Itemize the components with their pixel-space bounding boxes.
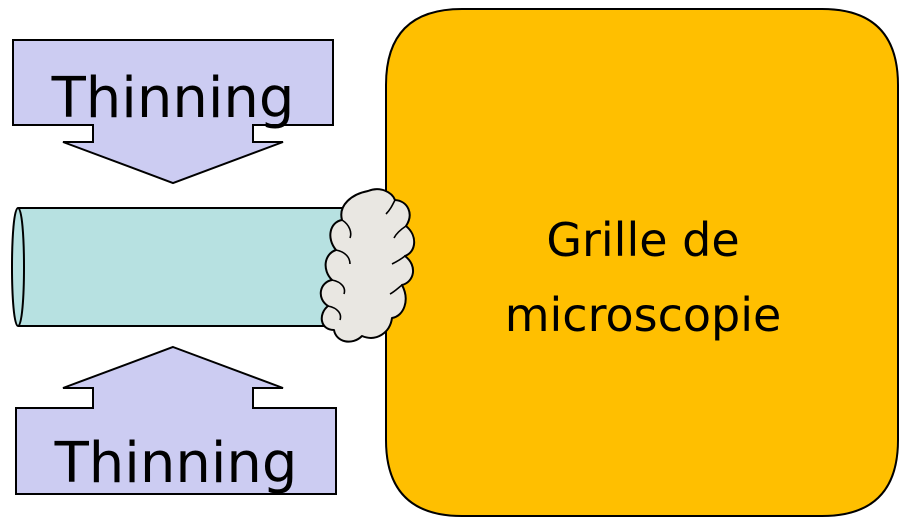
cylinder-body	[11, 207, 371, 327]
cloud-inner-curves	[327, 199, 407, 321]
cylinder-end-cap	[17, 207, 25, 327]
bottom-arrow-shape	[15, 345, 337, 495]
attachment-blob	[319, 188, 416, 343]
top-thinning-arrow: Thinning	[12, 39, 334, 185]
microscopy-grid-shape	[385, 8, 899, 517]
bottom-arrow-label: Thinning	[54, 431, 298, 496]
top-arrow-shape	[12, 39, 334, 185]
bottom-thinning-arrow: Thinning	[15, 345, 337, 496]
grid-label-line2: microscopie	[505, 288, 782, 342]
sample-cylinder	[11, 207, 371, 327]
microscopy-grid: Grille de microscopie	[385, 8, 899, 517]
top-arrow-label: Thinning	[51, 66, 295, 131]
grid-label-line1: Grille de	[546, 213, 739, 267]
